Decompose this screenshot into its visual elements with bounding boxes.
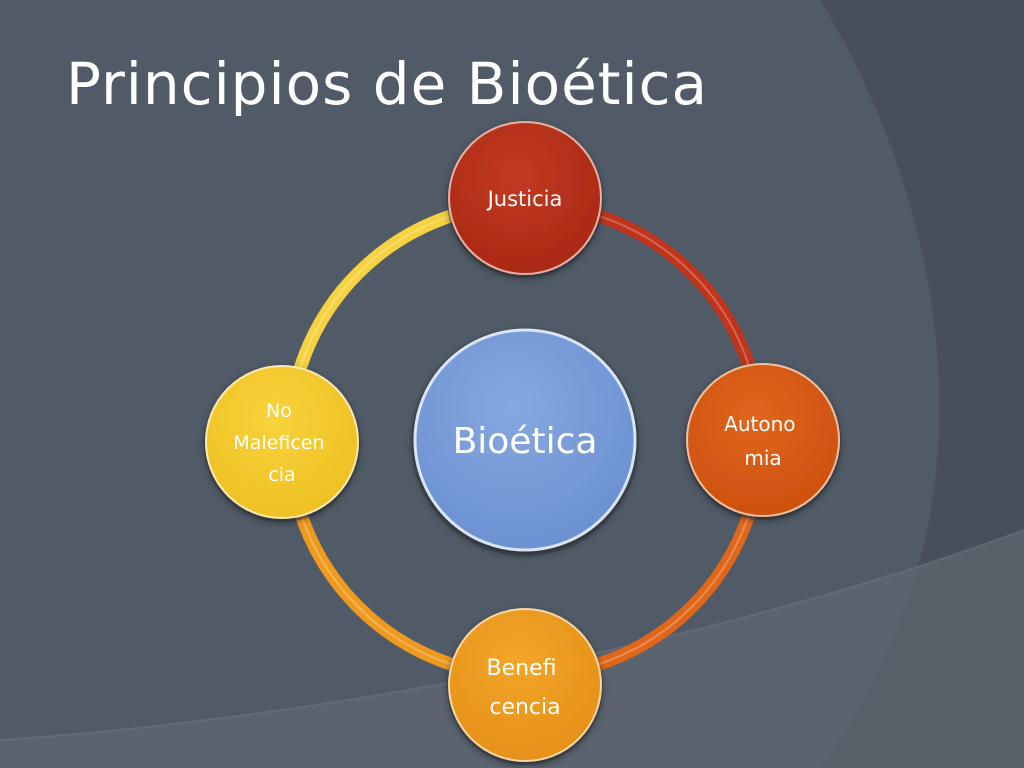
slide-title: Principios de Bioética	[66, 50, 709, 118]
node-autonomia-line-2: mia	[744, 446, 781, 470]
center-label: Bioética	[453, 421, 598, 462]
node-no-maleficencia-line-1: No	[266, 400, 292, 422]
node-autonomia-line-1: Autono	[724, 412, 795, 436]
node-autonomia: Autono mia	[685, 363, 841, 520]
node-no-maleficencia-line-2: Maleficen	[233, 432, 324, 454]
node-justicia-line-1: Justicia	[486, 187, 563, 211]
center-node: Bioética	[411, 328, 639, 556]
node-beneficencia-line-1: Benefi	[487, 656, 557, 681]
node-no-maleficencia-label: No Maleficen cia	[233, 400, 330, 486]
node-autonomia-label: Autono mia	[724, 412, 802, 470]
node-justicia-label: Justicia	[486, 187, 563, 211]
node-no-maleficencia-line-3: cia	[268, 464, 295, 486]
node-no-maleficencia: No Maleficen cia	[204, 365, 360, 522]
node-beneficencia-label: Benefi cencia	[487, 656, 564, 720]
node-beneficencia-line-2: cencia	[489, 695, 560, 720]
node-beneficencia: Benefi cencia	[447, 608, 603, 765]
node-justicia: Justicia	[447, 121, 603, 278]
